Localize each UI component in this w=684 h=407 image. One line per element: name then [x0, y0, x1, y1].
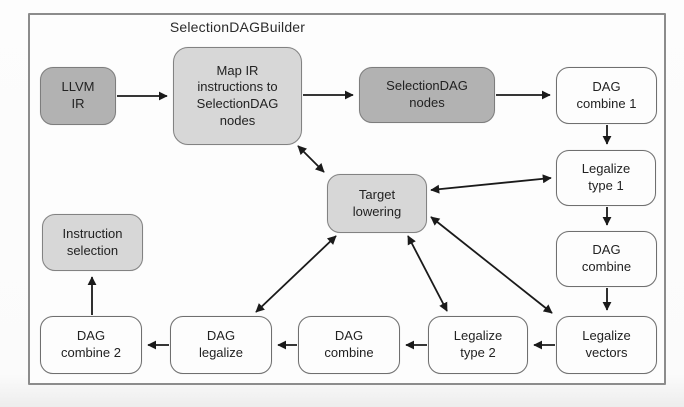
- node-map-ir-instructions: Map IR instructions to SelectionDAG node…: [173, 47, 302, 145]
- node-legalize-type-1: Legalize type 1: [556, 150, 656, 206]
- node-dag-combine-1: DAG combine 1: [556, 67, 657, 124]
- node-dag-combine-bottom: DAG combine: [298, 316, 400, 374]
- node-legalize-vectors: Legalize vectors: [556, 316, 657, 374]
- node-dag-legalize: DAG legalize: [170, 316, 272, 374]
- node-legalize-type-2: Legalize type 2: [428, 316, 528, 374]
- node-dag-combine-middle: DAG combine: [556, 231, 657, 287]
- diagram-title: SelectionDAGBuilder: [169, 19, 306, 35]
- node-dag-combine-2: DAG combine 2: [40, 316, 142, 374]
- node-instruction-selection: Instruction selection: [42, 214, 143, 271]
- node-llvm-ir: LLVM IR: [40, 67, 116, 125]
- node-target-lowering: Target lowering: [327, 174, 427, 233]
- node-selectiondag-nodes: SelectionDAG nodes: [359, 67, 495, 123]
